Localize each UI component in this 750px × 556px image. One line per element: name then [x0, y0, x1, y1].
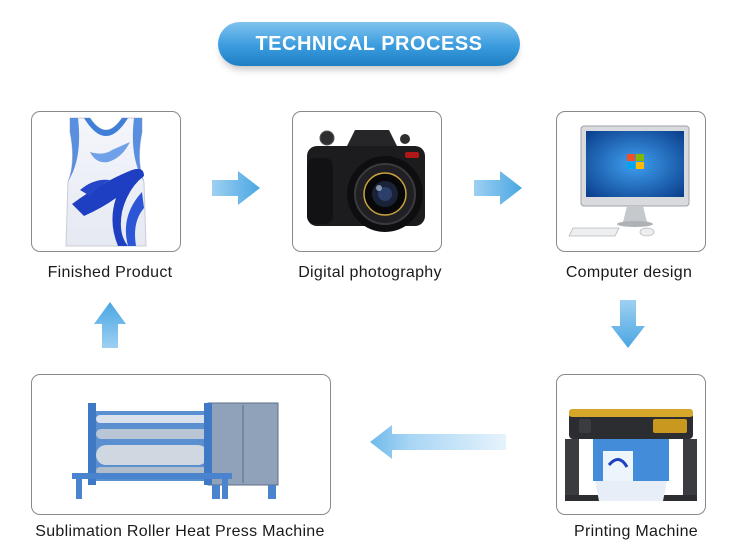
step-label-computer-design: Computer design: [565, 264, 693, 281]
computer-icon: [568, 125, 690, 237]
step-label-printing-machine: Printing Machine: [574, 523, 698, 540]
title-banner: TECHNICAL PROCESS: [218, 22, 520, 66]
arrow-right-icon: [474, 171, 522, 205]
arrow-up: [94, 302, 126, 348]
printer-icon: [565, 409, 697, 501]
jersey-icon: [65, 117, 147, 247]
arrow-right-icon: [212, 171, 260, 205]
step-label-finished-product: Finished Product: [47, 264, 173, 281]
camera-icon: [307, 130, 425, 232]
arrow-left: [370, 425, 506, 459]
arrow-up-icon: [94, 302, 126, 348]
step-label-digital-photography: Digital photography: [298, 264, 442, 281]
page-title: TECHNICAL PROCESS: [255, 32, 483, 55]
arrow-down: [611, 300, 645, 348]
arrow-left-icon: [370, 425, 506, 459]
step-finished-product: [31, 111, 181, 252]
step-label-heat-press-machine: Sublimation Roller Heat Press Machine: [35, 523, 325, 540]
step-computer-design: [556, 111, 706, 252]
arrow-right-1: [212, 171, 260, 205]
step-printing-machine: [556, 374, 706, 515]
step-heat-press-machine: [31, 374, 331, 515]
heat-press-icon: [72, 402, 279, 499]
arrow-down-icon: [611, 300, 645, 348]
step-digital-photography: [292, 111, 442, 252]
arrow-right-2: [474, 171, 522, 205]
